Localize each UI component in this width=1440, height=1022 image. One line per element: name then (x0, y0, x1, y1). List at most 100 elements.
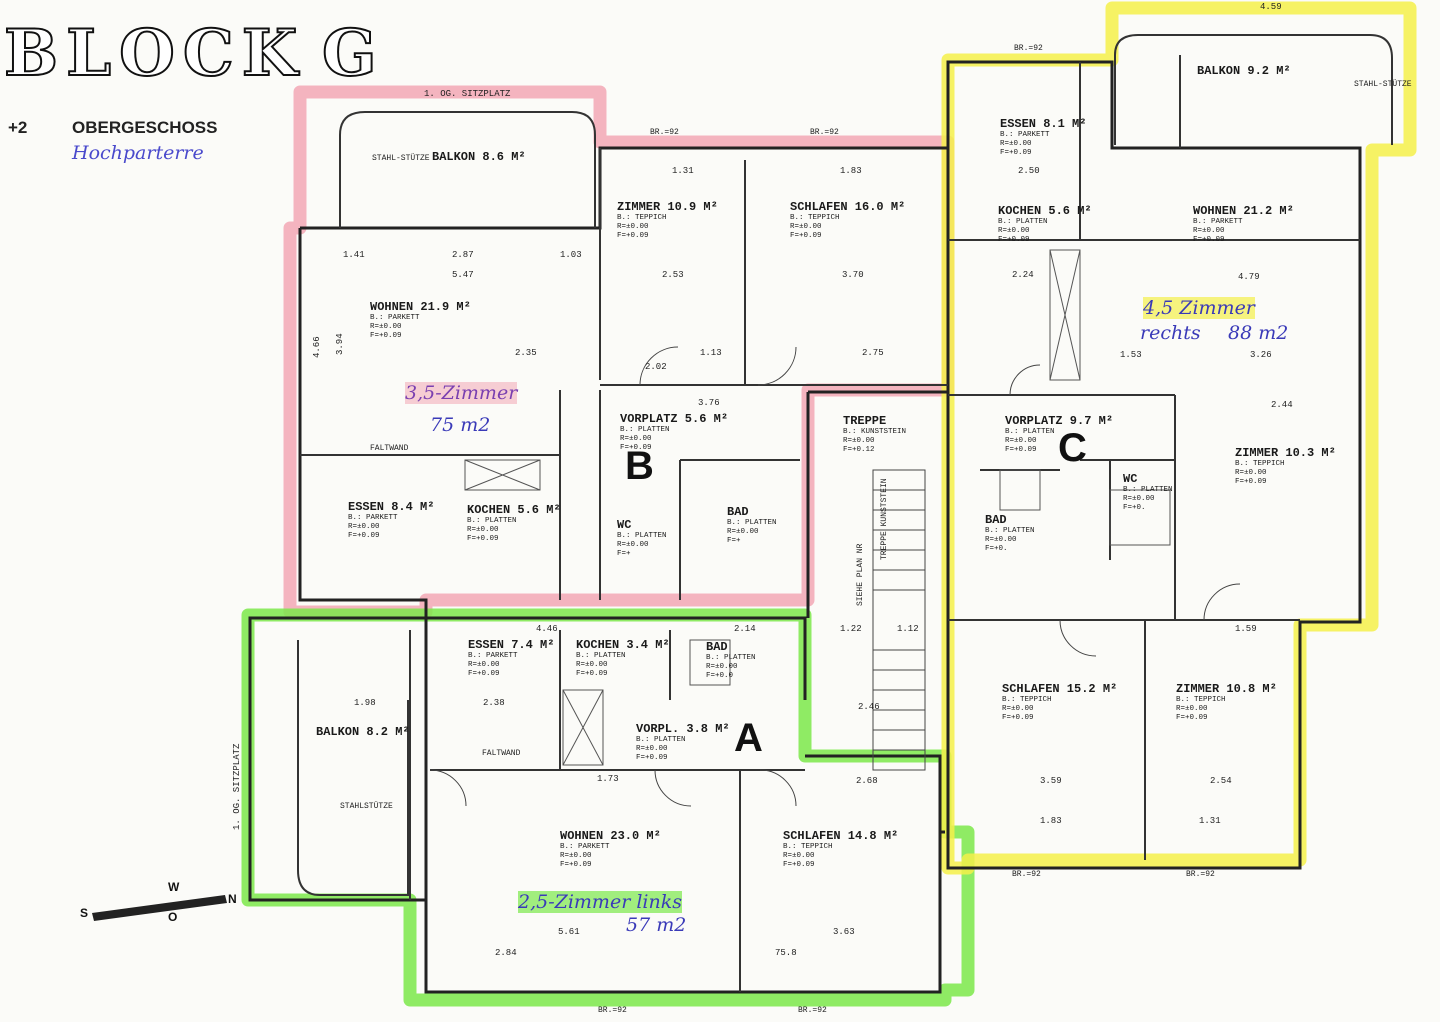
dimension: 2.02 (645, 362, 667, 372)
note-stahlstuetze-c: STAHL-STÜTZE (1354, 80, 1412, 89)
note-siehe-plan: SIEHE PLAN NR (856, 543, 865, 606)
dimension: 1.12 (897, 624, 919, 634)
unit-c-label: 4,5 Zimmer (1143, 297, 1255, 319)
note-br-4: BR.=92 (1012, 870, 1041, 879)
dimension: 2.44 (1271, 400, 1293, 410)
dimension: 1.83 (840, 166, 862, 176)
dimension: 2.14 (734, 624, 756, 634)
balcony-a-outline (297, 640, 409, 896)
dimension: 75.8 (775, 948, 797, 958)
dimension: 2.38 (483, 698, 505, 708)
dimension: 2.54 (1210, 776, 1232, 786)
fixtures (464, 249, 1171, 766)
dimension: 2.87 (452, 250, 474, 260)
stair (872, 469, 926, 771)
note-br-6: BR.=92 (598, 1006, 627, 1015)
dimension: 1.31 (1199, 816, 1221, 826)
note-faltwand-a: FALTWAND (482, 749, 521, 758)
compass-east: O (168, 910, 178, 924)
compass-west: W (168, 880, 180, 894)
dimension: 3.26 (1250, 350, 1272, 360)
balcony-c-outline (1114, 34, 1393, 145)
dimension: 4.66 (312, 336, 322, 358)
dimension: 4.79 (1238, 272, 1260, 282)
note-stahlstuetze-a: STAHLSTÜTZE (340, 802, 393, 811)
balcony-b-outline (339, 111, 596, 228)
dimension: 1.13 (700, 348, 722, 358)
room-b-balkon: BALKON 8.6 M² (432, 150, 526, 164)
note-sitzplatz-left: 1. OG. SITZPLATZ (232, 743, 242, 830)
dimension: 3.94 (335, 333, 345, 355)
unit-c-letter: C (1058, 426, 1087, 470)
dimension: 1.98 (354, 698, 376, 708)
unit-a-label: 2,5-Zimmer links (518, 891, 682, 913)
unit-b-label: 3,5-Zimmer (405, 382, 518, 404)
unit-b-letter: B (625, 444, 654, 488)
note-faltwand-b: FALTWAND (370, 444, 409, 453)
note-br-7: BR.=92 (798, 1006, 827, 1015)
dimension: 2.50 (1018, 166, 1040, 176)
note-br-2: BR.=92 (810, 128, 839, 137)
dimension: 3.70 (842, 270, 864, 280)
unit-a-letter: A (734, 716, 763, 760)
floor-number: +2 (8, 118, 28, 137)
dimension: 3.76 (698, 398, 720, 408)
note-br-3: BR.=92 (1014, 44, 1043, 53)
room-c-balkon: BALKON 9.2 M² (1197, 64, 1291, 78)
note-stahlstuetze-b: STAHL-STÜTZE (372, 154, 430, 163)
dimension: 5.61 (558, 927, 580, 937)
dimension: 1.41 (343, 250, 365, 260)
dimension: 1.83 (1040, 816, 1062, 826)
unit-b-area: 75 m2 (430, 414, 491, 436)
dimension: 3.59 (1040, 776, 1062, 786)
dimension: 2.24 (1012, 270, 1034, 280)
balconies (297, 34, 1393, 896)
dimension: 1.59 (1235, 624, 1257, 634)
unit-a-area: 57 m2 (626, 914, 687, 936)
note-br-1: BR.=92 (650, 128, 679, 137)
dimension: 1.73 (597, 774, 619, 784)
block-title: BLOCK (3, 16, 306, 91)
note-treppe-kunststein: TREPPE KUNSTSTEIN (880, 478, 889, 560)
dimension: 2.53 (662, 270, 684, 280)
dimension: 1.53 (1120, 350, 1142, 360)
dimension: 2.75 (862, 348, 884, 358)
note-br-5: BR.=92 (1186, 870, 1215, 879)
dimension: 2.46 (858, 702, 880, 712)
door-swings (429, 346, 1241, 807)
floor-handwritten-note: Hochparterre (72, 142, 204, 164)
compass-north: N (228, 892, 237, 906)
block-letter: G (321, 16, 378, 91)
unit-c-label-2: rechts (1140, 322, 1201, 344)
interior-walls (300, 55, 1360, 992)
dimension: 1.31 (672, 166, 694, 176)
dimension: 4.46 (536, 624, 558, 634)
dimension: 1.03 (560, 250, 582, 260)
dimension: 5.47 (452, 270, 474, 280)
compass-south: S (80, 906, 89, 920)
room-a-balkon: BALKON 8.2 M² (316, 725, 410, 739)
dimension: 3.63 (833, 927, 855, 937)
dimension: 2.35 (515, 348, 537, 358)
